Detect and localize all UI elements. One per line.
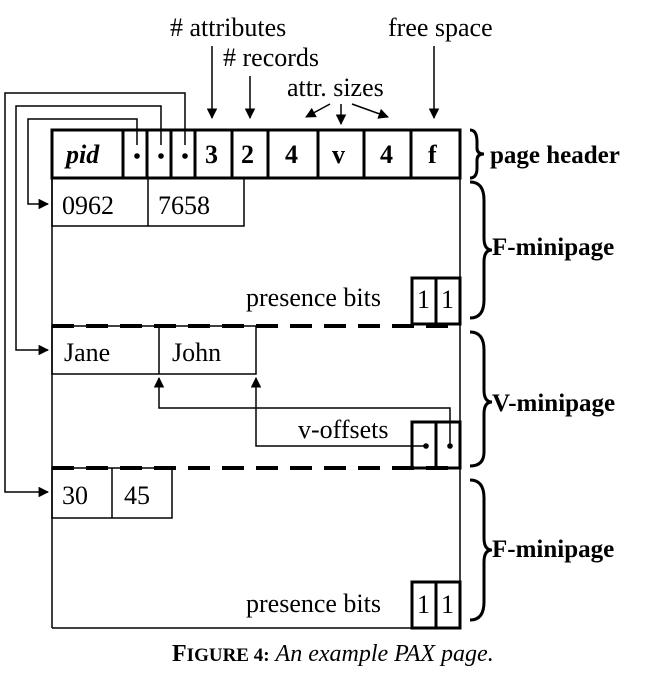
page-header-brace [469,128,485,180]
attributes-count-cell: 3 [205,140,218,169]
pointer-dot-2 [158,153,164,159]
f2-value-2: 45 [124,481,150,510]
v-offsets-box [410,420,462,470]
f-minipage-2-label: F-minipage [492,536,614,563]
attr-size-arrow-left [305,103,331,118]
f1-bit-2: 1 [441,285,454,314]
page-header-row [50,128,462,180]
v-offsets-label: v-offsets [298,415,389,444]
attributes-annotation: # attributes [170,13,286,42]
f1-value-1: 0962 [62,191,114,220]
caption-label-rest: IGURE 4: [187,645,270,666]
f2-bit-2: 1 [441,590,454,619]
f-minipage-1-label: F-minipage [492,234,614,261]
pointer-dot-3 [182,153,188,159]
f-minipage-2-brace [469,478,493,622]
page-header-label: page header [490,142,620,169]
f-minipage-1-values-box [51,177,245,227]
pointer-to-f-minipage-1 [27,118,138,210]
v-minipage-values-box [51,325,257,375]
figure-caption: FIGURE 4:An example PAX page. [172,641,494,667]
pid-cell: pid [64,140,100,169]
f1-presence-label: presence bits [246,283,381,312]
attr-size-arrow-right [351,103,389,119]
pointer-dot-1 [134,153,140,159]
records-count-cell: 2 [241,140,254,169]
v-value-2: John [172,338,221,367]
free-space-annotation: free space [388,13,493,42]
v-minipage-label: V-minipage [492,390,615,417]
v-value-1: Jane [64,338,110,367]
f2-presence-label: presence bits [246,589,381,618]
f1-bit-1: 1 [417,285,430,314]
v-offset-pointer-2 [250,376,426,447]
attr-size-cell-3: 4 [380,140,393,169]
attr-size-cell-1: 4 [285,140,298,169]
f2-presence-bits-box [410,580,462,630]
f2-value-1: 30 [62,481,88,510]
attr-sizes-annotation: attr. sizes [287,73,384,102]
pointer-to-f-minipage-2 [4,92,186,498]
f-minipage-2-values-box [51,467,173,519]
caption-text: An example PAX page. [274,641,494,667]
f1-value-2: 7658 [158,191,210,220]
records-annotation: # records [223,43,319,72]
pointer-to-v-minipage [15,105,162,356]
v-minipage-brace [469,330,493,468]
free-space-cell: f [428,140,437,169]
f-minipage-1-brace [469,180,493,320]
caption-label-first: F [172,641,187,667]
attr-size-cell-2: v [332,140,345,169]
f2-bit-1: 1 [417,590,430,619]
v-offset-pointer-1 [153,376,451,446]
